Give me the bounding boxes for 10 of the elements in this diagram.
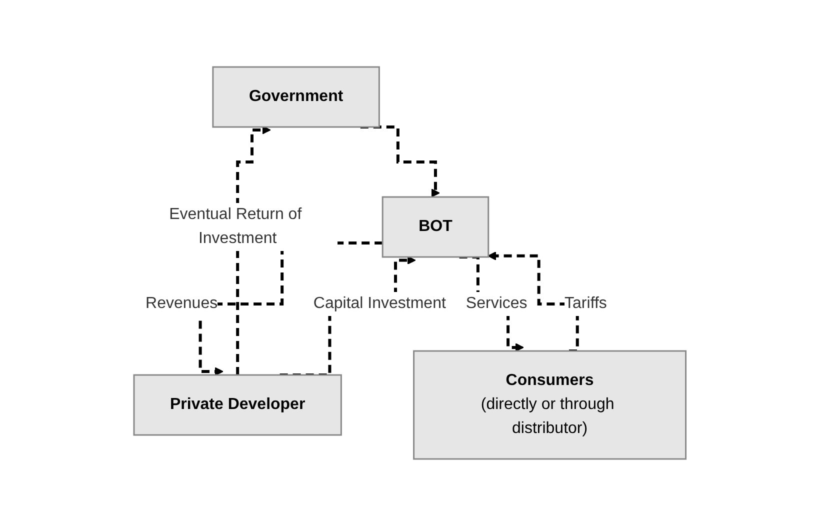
- arrow: [360, 125, 440, 197]
- edge-label: Revenues: [146, 294, 218, 312]
- edge-label: Capital Investment: [314, 294, 446, 312]
- edge-label: Services: [466, 294, 528, 312]
- edge-label: Tariffs: [564, 294, 608, 312]
- node-box: BOT: [382, 196, 490, 258]
- edge-label: Eventual Return of Investment: [169, 205, 302, 246]
- node-box: Private Developer: [133, 374, 342, 436]
- node-box: Government: [212, 66, 380, 128]
- node-box: Consumers (directly or through distributor): [413, 350, 687, 460]
